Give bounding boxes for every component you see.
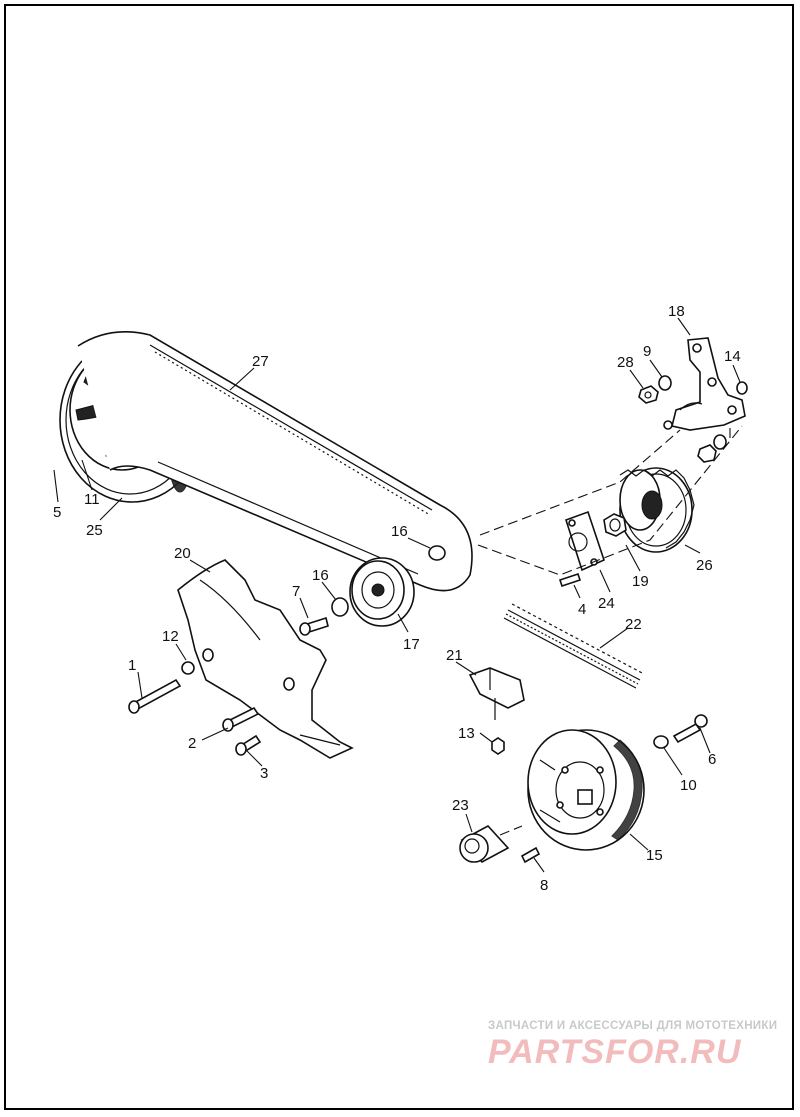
washer-9b <box>713 434 727 450</box>
callout-7: 7 <box>292 583 300 600</box>
nut-28b <box>697 444 717 463</box>
callout-3: 3 <box>260 765 268 782</box>
belt-guard-cover <box>177 559 354 759</box>
slider-block-21 <box>468 667 525 709</box>
leader-lines <box>53 317 741 873</box>
callout-16-lower: 16 <box>312 567 329 584</box>
callout-5: 5 <box>53 504 61 521</box>
washer-10 <box>653 735 669 749</box>
callout-4: 4 <box>578 601 586 618</box>
callout-18: 18 <box>668 303 685 320</box>
screw-8 <box>520 846 541 864</box>
callout-10: 10 <box>680 777 697 794</box>
stud-13 <box>491 698 505 755</box>
callout-24: 24 <box>598 595 615 612</box>
rear-sprocket <box>527 729 645 851</box>
callout-9: 9 <box>643 343 651 360</box>
callout-22: 22 <box>625 616 642 633</box>
callout-14: 14 <box>724 348 741 365</box>
callout-16-top: 16 <box>391 523 408 540</box>
callout-19: 19 <box>632 573 649 590</box>
front-sprocket <box>619 467 695 553</box>
chain-22 <box>503 603 645 689</box>
callout-2: 2 <box>188 735 196 752</box>
drive-belt <box>77 330 473 592</box>
callout-23: 23 <box>452 797 469 814</box>
washer-16a <box>331 597 349 617</box>
nut-19 <box>603 513 627 537</box>
bolt-2 <box>222 706 260 732</box>
washer-16b <box>428 545 446 561</box>
callout-1: 1 <box>128 657 136 674</box>
callout-17: 17 <box>403 636 420 653</box>
callout-20: 20 <box>174 545 191 562</box>
diagram-frame <box>4 4 794 1110</box>
nut-14 <box>736 381 748 395</box>
spacer-23 <box>459 824 510 864</box>
callout-6: 6 <box>708 751 716 768</box>
screw-4 <box>558 572 582 588</box>
bolt-6 <box>672 714 708 744</box>
callout-26: 26 <box>696 557 713 574</box>
lock-plate-24 <box>565 510 605 572</box>
idler-pulley <box>349 557 415 627</box>
callout-25: 25 <box>86 522 103 539</box>
bolt-1 <box>128 678 182 714</box>
callout-15: 15 <box>646 847 663 864</box>
watermark-brand: PARTSFOR.RU <box>488 1033 742 1071</box>
callout-8: 8 <box>540 877 548 894</box>
bolt-3 <box>235 734 262 756</box>
nut-28 <box>638 385 659 404</box>
callout-labels: 27 18 9 28 14 5 11 25 16 20 16 7 17 26 1… <box>53 303 741 894</box>
callout-12: 12 <box>162 628 179 645</box>
callout-27: 27 <box>252 353 269 370</box>
washer-12 <box>181 661 195 675</box>
callout-11: 11 <box>84 491 100 508</box>
callout-21: 21 <box>446 647 463 664</box>
callout-28: 28 <box>617 354 634 371</box>
callout-13: 13 <box>458 725 475 742</box>
bolt-7 <box>299 616 329 636</box>
watermark-tagline: ЗАПЧАСТИ И АКСЕССУАРЫ ДЛЯ МОТОТЕХНИКИ <box>488 1020 778 1032</box>
washer-9 <box>658 375 672 391</box>
mount-bracket <box>663 337 746 431</box>
